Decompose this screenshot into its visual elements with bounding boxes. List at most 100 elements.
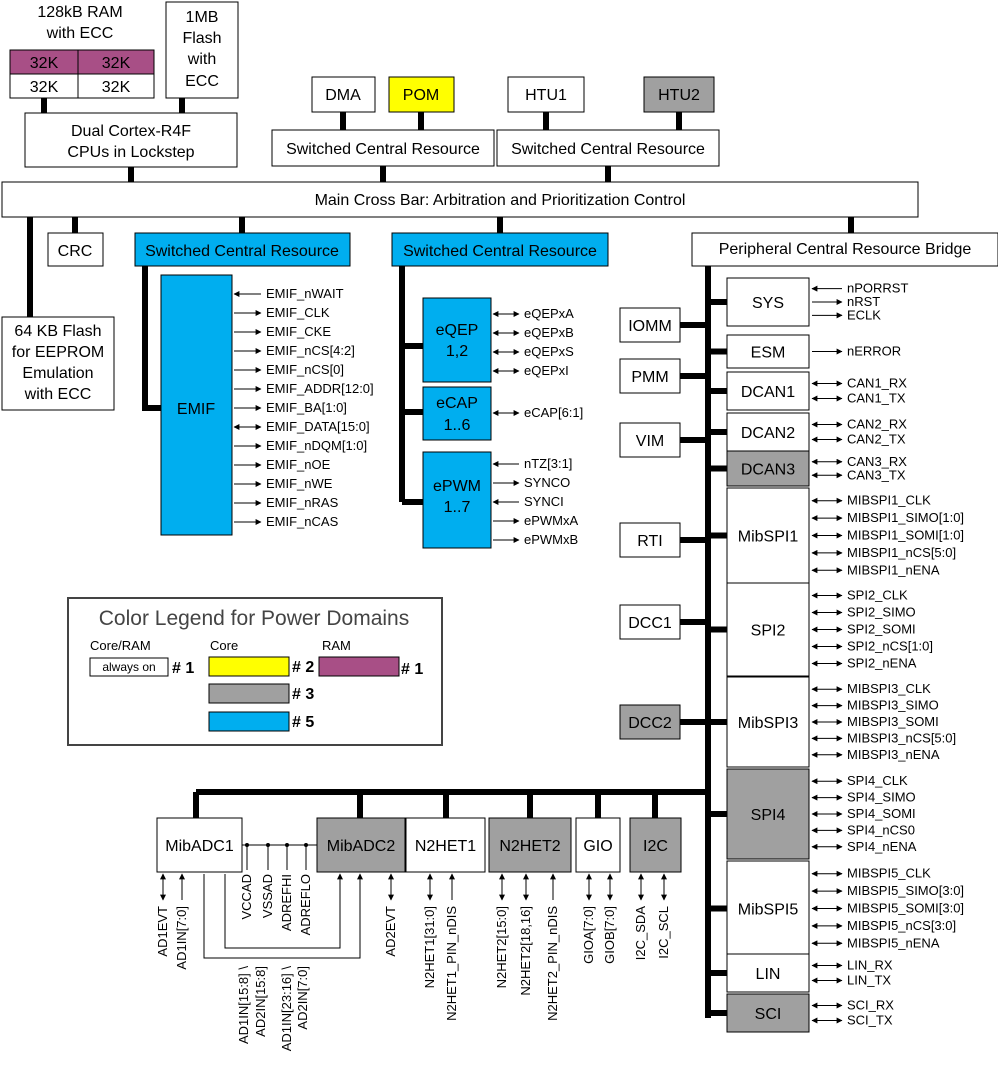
adc1-signal-0: AD1EVT: [155, 906, 170, 957]
legend-d5: # 5: [292, 714, 314, 731]
ram-title-2: with ECC: [46, 25, 114, 42]
pom-block: [388, 76, 455, 113]
right-mod-11-signal-0: SCI_RX: [847, 998, 894, 1013]
legend-always-on: always on: [102, 660, 155, 674]
right-mod-6-signal-1: SPI2_SIMO: [847, 605, 916, 620]
right-mod-2-signal-1: CAN1_TX: [847, 391, 906, 406]
right-mod-dcan2: [726, 412, 810, 452]
eeprom-line-2: for EEPROM: [12, 344, 104, 361]
right-mod-5-signal-4: MIBSPI1_nENA: [847, 562, 940, 577]
right-mod-spi4: [726, 768, 810, 860]
bottom-mod-label-5: I2C: [643, 838, 668, 855]
ecap-signal-0: eCAP[6:1]: [524, 405, 583, 420]
ram-cell-1: 32K: [30, 55, 59, 72]
pcrb-label: Peripheral Central Resource Bridge: [719, 241, 972, 258]
adcshared-signal-1: AD2IN[15:8]: [253, 966, 268, 1037]
right-mod-8-signal-2: SPI4_SOMI: [847, 806, 916, 821]
eqep-label-2: 1,2: [446, 343, 468, 360]
legend-d3: # 3: [292, 686, 314, 703]
flash-line-2: Flash: [182, 30, 221, 47]
right-mod-6-signal-3: SPI2_nCS[1:0]: [847, 639, 933, 654]
ram-cell-3: 32K: [30, 79, 59, 96]
legend-d1: # 1: [172, 660, 194, 677]
epwm-signal-4: ePWMxB: [524, 532, 578, 547]
legend-ram: RAM: [322, 638, 351, 653]
right-mod-7-signal-4: MIBSPI3_nENA: [847, 747, 940, 762]
right-mod-8-signal-1: SPI4_SIMO: [847, 790, 916, 805]
right-mod-4-signal-1: CAN3_TX: [847, 467, 906, 482]
right-mod-3-signal-0: CAN2_RX: [847, 417, 907, 432]
eeprom-line-1: 64 KB Flash: [14, 323, 101, 340]
cpu-block: [24, 112, 238, 168]
main-crossbar-label: Main Cross Bar: Arbitration and Prioriti…: [315, 192, 686, 209]
het2-signal-0: N2HET2[15:0]: [494, 906, 509, 988]
emif-signal-5: EMIF_ADDR[12:0]: [266, 381, 374, 396]
eqep-signal-0: eQEPxA: [524, 306, 574, 321]
bottom-signals: AD1EVT AD1IN[7:0] VCCAD VSSAD ADREFHI ADREFLO…: [155, 845, 671, 1051]
power-legend: Color Legend for Power Domains Core/RAM …: [67, 597, 443, 746]
bottom-mod-label-4: GIO: [583, 838, 612, 855]
legend-core: Core: [210, 638, 238, 653]
emif-signal-10: EMIF_nWE: [266, 476, 333, 491]
pom-label: POM: [403, 87, 439, 104]
right-mod-dcan1: [726, 371, 810, 411]
right-mod-label-1: ESM: [751, 345, 786, 362]
right-mod-11-signal-1: SCI_TX: [847, 1013, 893, 1028]
adc-shared-route-3: [260, 873, 363, 959]
right-mod-7-signal-2: MIBSPI3_SOMI: [847, 714, 939, 729]
htu2-block: [643, 76, 715, 113]
right-mod-1-signal-0: nERROR: [847, 344, 901, 359]
scr-emif: [134, 232, 351, 267]
htu2-label: HTU2: [658, 87, 700, 104]
eqep-block: [422, 297, 492, 383]
left-mod-label-5: DCC2: [628, 715, 672, 732]
emif-signal-0: EMIF_nWAIT: [266, 286, 344, 301]
right-mod-spi2: [726, 582, 810, 677]
ram-title-1: 128kB RAM: [37, 4, 122, 21]
emif-signal-8: EMIF_nDQM[1:0]: [266, 438, 367, 453]
eqep-label-1: eQEP: [436, 322, 479, 339]
right-mod-label-9: MibSPI5: [738, 902, 799, 919]
left-mod-rti: [619, 522, 681, 558]
adcshared-signal-0: AD1IN[15:8] \: [236, 966, 251, 1044]
crc-block: [47, 232, 104, 267]
right-mod-5-signal-2: MIBSPI1_SOMI[1:0]: [847, 528, 964, 543]
adcshared-signal-3: AD2IN[7:0]: [295, 966, 310, 1030]
right-mod-6-signal-2: SPI2_SOMI: [847, 622, 916, 637]
right-mod-dcan3: [726, 450, 810, 487]
adcref-signal-3: ADREFLO: [298, 874, 313, 935]
flash-line-4: ECC: [185, 73, 219, 90]
ecap-label-1: eCAP: [436, 395, 478, 412]
left-mod-vim: [619, 422, 681, 458]
emif-signal-4: EMIF_nCS[0]: [266, 362, 344, 377]
right-mod-label-8: SPI4: [751, 807, 786, 824]
right-mod-label-3: DCAN2: [741, 425, 795, 442]
bottom-mod-i2c: [629, 817, 682, 873]
pcrb-block: [691, 232, 998, 267]
timer-signals: eQEPxAeQEPxBeQEPxSeQEPxIeCAP[6:1]nTZ[3:1…: [492, 306, 583, 547]
left-mod-dcc2: [619, 704, 681, 740]
emif-label: EMIF: [177, 401, 215, 418]
right-mod-9-signal-3: MIBSPI5_nCS[3:0]: [847, 918, 956, 933]
right-mod-label-0: SYS: [752, 295, 784, 312]
right-mod-5-signal-1: MIBSPI1_SIMO[1:0]: [847, 510, 964, 525]
right-mod-6-signal-0: SPI2_CLK: [847, 588, 908, 603]
het2-signal-2: N2HET2_PIN_nDIS: [545, 906, 560, 1021]
adcref-signal-1: VSSAD: [260, 874, 275, 918]
adcref-signal-2: ADREFHI: [279, 874, 294, 931]
adc1-signal-1: AD1IN[7:0]: [174, 906, 189, 970]
right-mod-7-signal-1: MIBSPI3_SIMO: [847, 698, 939, 713]
adcref-signal-0: VCCAD: [239, 874, 254, 920]
bottom-mod-label-1: MibADC2: [327, 838, 396, 855]
right-mod-5-signal-3: MIBSPI1_nCS[5:0]: [847, 545, 956, 560]
epwm-block: [422, 451, 492, 549]
legend-title: Color Legend for Power Domains: [99, 607, 410, 630]
right-mod-10-signal-0: LIN_RX: [847, 958, 893, 973]
left-mod-label-2: VIM: [636, 433, 664, 450]
legend-swatch-blue: [208, 711, 290, 732]
right-mod-mibspi1: [726, 487, 810, 584]
crc-label: CRC: [58, 243, 93, 260]
